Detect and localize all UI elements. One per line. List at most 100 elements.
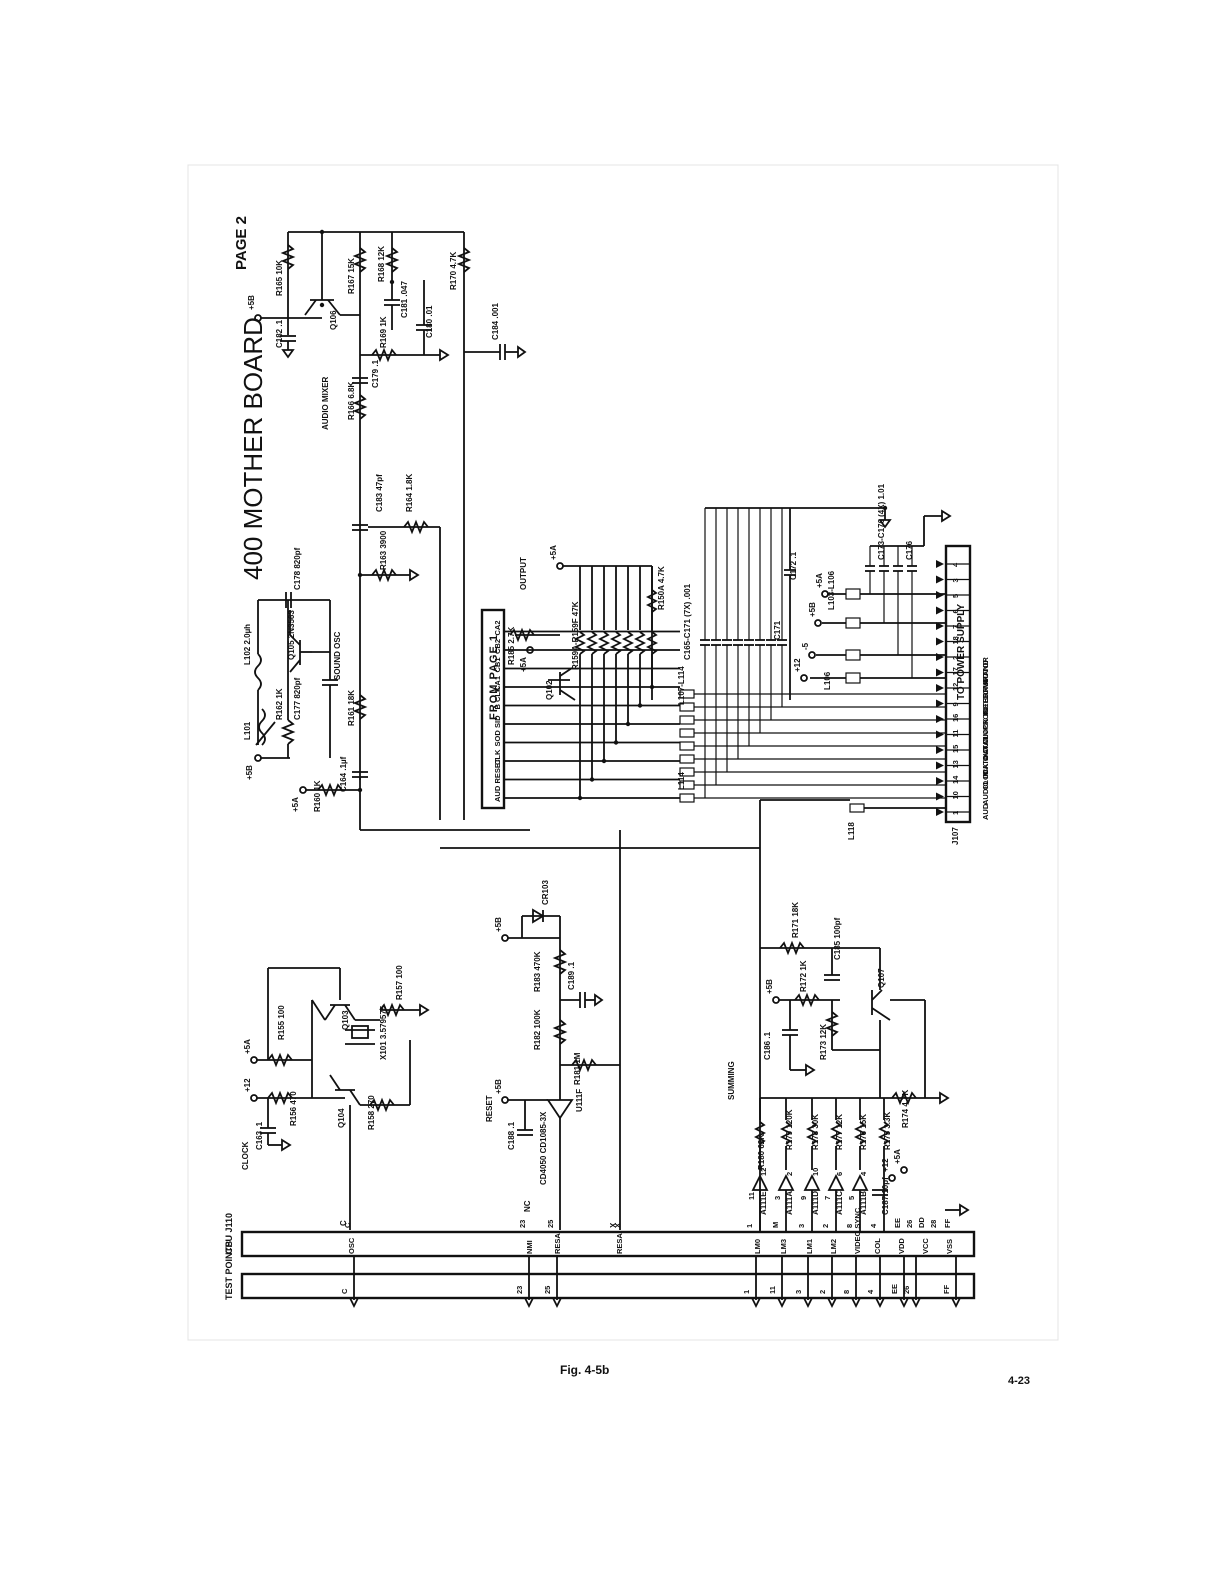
c182-label: C182 .1 bbox=[275, 319, 284, 348]
r167-label: R167 15K bbox=[347, 258, 356, 294]
output-p5a-label: +5A bbox=[549, 545, 558, 560]
r172-label: R172 1K bbox=[799, 960, 808, 992]
j107-signal-0: AUD bbox=[981, 803, 990, 820]
l103-label: L103-L106 bbox=[827, 570, 836, 610]
inductor-l103-l106 bbox=[845, 588, 861, 600]
test-points-bar bbox=[240, 1272, 976, 1300]
x101-label: X101 3.579575 bbox=[379, 1005, 388, 1060]
inductor-l107-l114 bbox=[679, 741, 695, 751]
c187-label: C187 10pf bbox=[881, 1177, 890, 1215]
summing-p5b-label: +5B bbox=[765, 979, 774, 994]
test-point-arrow bbox=[349, 1297, 359, 1309]
r150a-label: R150A 4.7K bbox=[657, 566, 666, 610]
cd4050-label: CD4050 CD1085-3X bbox=[539, 1111, 548, 1185]
test-point-5: 3 bbox=[794, 1290, 803, 1294]
r161-label: R161 18K bbox=[347, 690, 356, 726]
u111c-label: A111C bbox=[835, 1191, 844, 1215]
from-page-signal-6: CA1 bbox=[493, 676, 502, 691]
inductor-l103-l106 bbox=[845, 617, 861, 629]
cpu-label: CPU J110 bbox=[224, 1213, 234, 1254]
j107-pin-2: 14 bbox=[951, 775, 960, 784]
r160-label: R160 1K bbox=[313, 780, 322, 812]
summing-pin-1: 11 bbox=[747, 1192, 756, 1200]
r168-label: R168 12K bbox=[377, 246, 386, 282]
j107-pin-10: 2 bbox=[951, 656, 960, 660]
l102-label: L102 2.0µh bbox=[243, 624, 252, 665]
cpu-signal-11: VCC bbox=[921, 1238, 930, 1254]
j107-pin-5: 11 bbox=[951, 730, 960, 738]
test-point-arrow bbox=[803, 1297, 813, 1309]
test-point-arrow bbox=[951, 1297, 961, 1309]
sound-osc-p5b-label: +5B bbox=[245, 765, 254, 780]
summing-buffer bbox=[827, 1173, 845, 1191]
cpu-signal-1: NMI bbox=[525, 1240, 534, 1254]
inductor-bank: L107-L114 L114 C165-C171 (7X) .001 C171 … bbox=[677, 505, 946, 803]
j107-pin-3: 13 bbox=[951, 760, 960, 768]
summing-resistor bbox=[853, 1121, 867, 1145]
c164-label: C164 .1µf bbox=[339, 756, 348, 792]
j107-signal-4: DATA IN bbox=[981, 731, 990, 760]
test-point-arrow bbox=[751, 1297, 761, 1309]
cpu-top-2: 25 bbox=[546, 1220, 555, 1228]
summing-label: SUMMING bbox=[727, 1061, 736, 1100]
ladder-resistor bbox=[585, 631, 599, 655]
summing-pin-3: 3 bbox=[773, 1196, 782, 1200]
cpu-j110-bar bbox=[240, 1230, 976, 1258]
from-page-signal-5: B CLK bbox=[493, 686, 502, 709]
r159-label: R159A-R159F 47K bbox=[571, 601, 580, 670]
cpu-top-10: EE bbox=[893, 1218, 902, 1228]
ladder-resistor bbox=[645, 631, 659, 655]
cpu-signal-5: LM3 bbox=[779, 1239, 788, 1254]
test-point-arrow bbox=[552, 1297, 562, 1309]
summing-pin-7: 7 bbox=[823, 1196, 832, 1200]
l118-label: L118 bbox=[847, 822, 856, 840]
test-points-label: TEST POINTS bbox=[224, 1241, 234, 1300]
j107-arrow bbox=[936, 715, 944, 723]
j107-box bbox=[944, 544, 972, 824]
j107-pin-13: 6 bbox=[951, 609, 960, 613]
c172-label: C172 .1 bbox=[789, 551, 798, 580]
c187-p5a-label: +5A bbox=[893, 1149, 902, 1164]
inductor-l103-l106 bbox=[845, 649, 861, 661]
power-filter-section: +5A +5B -5 +12 L103-L106 L106 C173-C176 … bbox=[793, 483, 952, 690]
r166-label: R166 6.8K bbox=[347, 382, 356, 420]
inductor-l103-l106 bbox=[845, 672, 861, 684]
from-page-signal-4: SID bbox=[493, 715, 502, 728]
summing-pin-8: 4 bbox=[859, 1171, 868, 1176]
c186-label: C186 .1 bbox=[763, 1031, 772, 1060]
reset-label: RESET bbox=[485, 1095, 494, 1122]
j107-pin-11: 18 bbox=[951, 636, 960, 644]
j107-arrow bbox=[936, 591, 944, 599]
to-power-supply-label: TO POWER SUPPLY bbox=[956, 604, 967, 700]
page-label: PAGE 2 bbox=[233, 216, 250, 270]
q106-label: Q106 bbox=[329, 310, 338, 330]
u111b-label: A111B bbox=[859, 1191, 868, 1215]
cpu-top-3: X bbox=[613, 1223, 622, 1228]
j107-signal-5: CLOCK IN bbox=[981, 709, 990, 745]
clock-c-label: C bbox=[339, 1220, 348, 1226]
l104-p5b-label: +5B bbox=[808, 602, 817, 617]
r181-label: R181 1M bbox=[573, 1052, 582, 1085]
test-point-6: 2 bbox=[818, 1290, 827, 1294]
j107-pin-9: 17 bbox=[951, 667, 960, 675]
j107-arrow bbox=[936, 637, 944, 646]
cpu-signal-6: LM1 bbox=[805, 1239, 814, 1254]
test-point-7: 8 bbox=[842, 1290, 851, 1294]
c185-label: C185 100pf bbox=[833, 917, 842, 960]
j107-pin-7: 9 bbox=[951, 702, 960, 706]
cpu-top-0: C bbox=[343, 1222, 352, 1228]
page-number: 4-23 bbox=[1008, 1375, 1030, 1387]
from-page-signal-1: RESET bbox=[493, 758, 502, 783]
q102-label: Q102 bbox=[545, 680, 554, 700]
from-page-signal-7: CB1 bbox=[493, 657, 502, 672]
nc-label: NC bbox=[523, 1200, 532, 1212]
cpu-top-1: 23 bbox=[518, 1220, 527, 1228]
j107-signal-9: MOTOR bbox=[981, 657, 990, 685]
r176-label: R176 15K bbox=[859, 1114, 868, 1150]
test-point-4: 11 bbox=[768, 1286, 777, 1294]
c180-label: C180 .01 bbox=[425, 305, 434, 338]
r165-label: R165 10K bbox=[275, 260, 284, 296]
c183-label: C183 47pf bbox=[375, 474, 384, 512]
r162-label: R162 1K bbox=[275, 688, 284, 720]
ladder-resistor bbox=[609, 631, 623, 655]
